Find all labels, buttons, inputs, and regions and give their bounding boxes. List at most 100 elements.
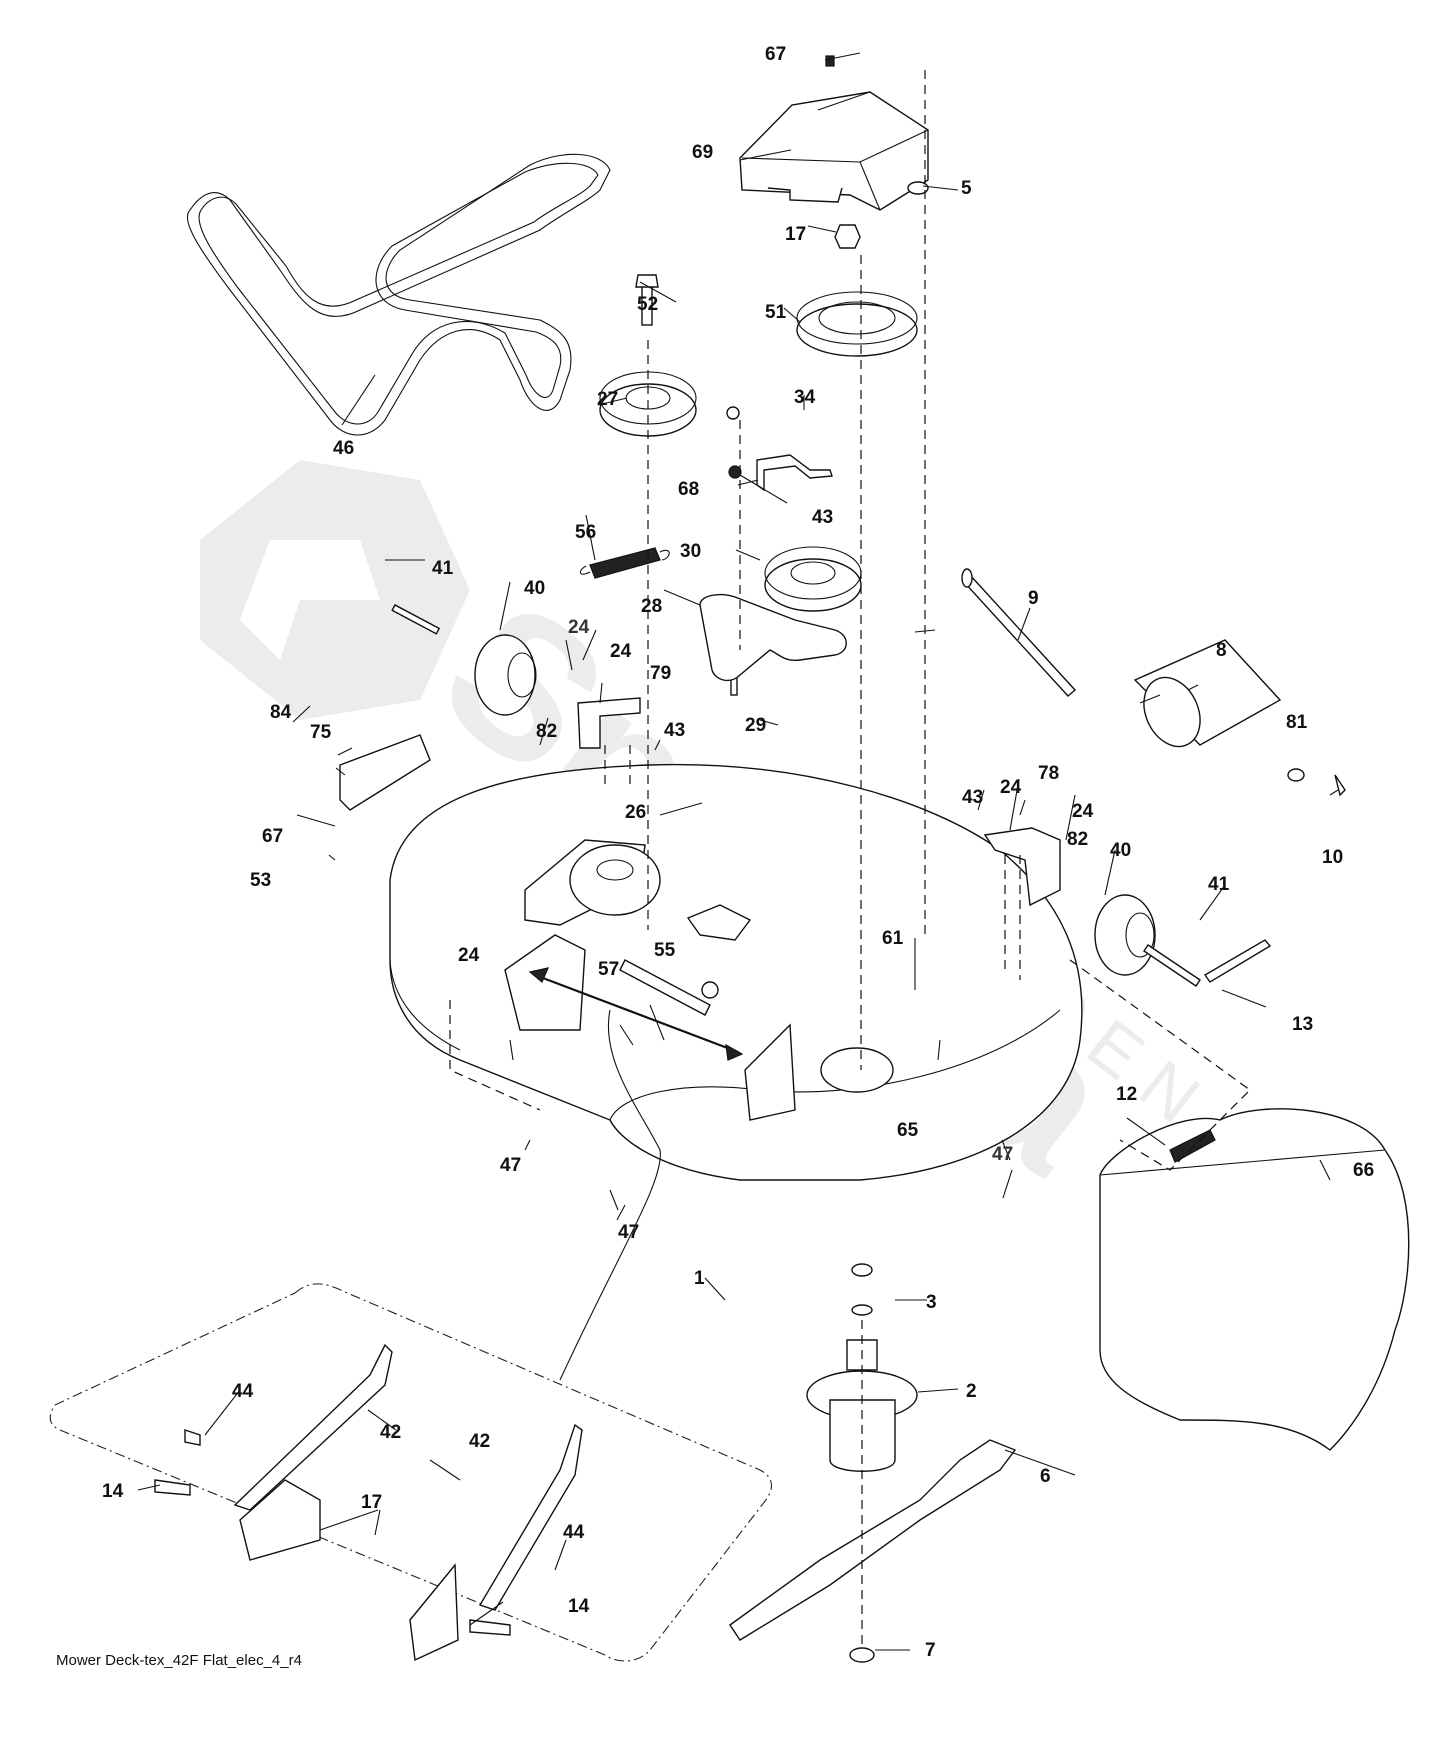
arrow-line xyxy=(534,973,739,1054)
watermark-logo-icon xyxy=(200,460,470,720)
callout-55: 55 xyxy=(654,940,676,961)
callout-79: 79 xyxy=(650,663,671,684)
callout-82: 82 xyxy=(536,721,557,742)
callout-68: 68 xyxy=(678,479,699,500)
screw-67-top xyxy=(825,55,835,67)
pulley-cover xyxy=(739,91,929,211)
callout-67: 67 xyxy=(262,826,283,847)
mower-deck xyxy=(389,763,1083,1181)
callout-46: 46 xyxy=(333,438,354,459)
callout-42: 42 xyxy=(380,1422,401,1443)
callout-9: 9 xyxy=(1028,588,1039,609)
callout-34: 34 xyxy=(794,387,816,408)
gauge-wheel-left xyxy=(391,604,537,716)
idler-pulley-30 xyxy=(764,546,862,612)
callout-6: 6 xyxy=(1040,1466,1051,1487)
nut-17 xyxy=(834,224,861,249)
discharge-chute xyxy=(1099,1108,1410,1451)
callout-43: 43 xyxy=(962,787,983,808)
callout-24: 24 xyxy=(458,945,480,966)
nut-5 xyxy=(907,181,929,195)
belt-keeper xyxy=(756,454,833,492)
callout-12: 12 xyxy=(1116,1084,1137,1105)
callout-56: 56 xyxy=(575,522,596,543)
front-bracket-left xyxy=(504,934,586,1031)
callout-17: 17 xyxy=(785,224,806,245)
callout-2: 2 xyxy=(966,1381,977,1402)
callout-24: 24 xyxy=(1000,777,1022,798)
callout-57: 57 xyxy=(598,959,619,980)
callout-67: 67 xyxy=(765,44,786,65)
callout-13: 13 xyxy=(1292,1014,1313,1035)
front-bracket-right xyxy=(744,1023,796,1121)
callout-82: 82 xyxy=(1067,829,1088,850)
bolt-14-right xyxy=(469,1619,511,1636)
wheel-bracket-right xyxy=(983,827,1061,907)
callout-52: 52 xyxy=(637,294,658,315)
bracket-75 xyxy=(339,734,431,811)
callout-10: 10 xyxy=(1322,847,1343,868)
callout-17: 17 xyxy=(361,1492,382,1513)
callout-7: 7 xyxy=(925,1640,936,1661)
callout-14: 14 xyxy=(102,1481,124,1502)
callout-14: 14 xyxy=(568,1596,590,1617)
deck-pulley xyxy=(524,839,661,926)
callout-1: 1 xyxy=(694,1268,705,1289)
callout-75: 75 xyxy=(310,722,332,743)
cable xyxy=(559,1009,661,1381)
callout-69: 69 xyxy=(692,142,713,163)
callout-44: 44 xyxy=(563,1522,585,1543)
hanger-bracket-left xyxy=(239,1479,321,1561)
diagram-caption: Mower Deck-tex_42F Flat_elec_4_r4 xyxy=(56,1652,302,1669)
callout-41: 41 xyxy=(1208,874,1230,895)
callouts: 67 69 5 17 52 51 27 34 46 68 43 56 30 41… xyxy=(102,44,1374,1661)
callout-29: 29 xyxy=(745,715,766,736)
hanger-arm-right xyxy=(478,1423,583,1611)
bolt-44-left xyxy=(184,1429,201,1446)
callout-27: 27 xyxy=(597,389,618,410)
leader-lines xyxy=(137,52,1339,1651)
blade-bolt xyxy=(849,1647,875,1663)
callout-24: 24 xyxy=(1072,801,1094,822)
callout-43: 43 xyxy=(664,720,685,741)
callout-47: 47 xyxy=(500,1155,521,1176)
belt xyxy=(186,153,611,436)
spring-56 xyxy=(579,547,670,579)
roller xyxy=(961,568,1346,797)
callout-53: 53 xyxy=(250,870,271,891)
hanger-arm-left xyxy=(233,1343,393,1511)
callout-65: 65 xyxy=(897,1120,919,1141)
callout-8: 8 xyxy=(1216,640,1227,661)
callout-84: 84 xyxy=(270,702,292,723)
callout-24: 24 xyxy=(610,641,632,662)
blade xyxy=(729,1439,1017,1641)
nut-43-top xyxy=(728,465,742,479)
link-55 xyxy=(619,959,711,1016)
inset-box xyxy=(49,1283,773,1662)
hanger-bracket-right xyxy=(409,1563,459,1662)
callout-24: 24 xyxy=(568,617,590,638)
callout-78: 78 xyxy=(1038,763,1059,784)
callout-44: 44 xyxy=(232,1381,254,1402)
callout-30: 30 xyxy=(680,541,701,562)
callout-40: 40 xyxy=(524,578,545,599)
gauge-wheel-right xyxy=(1094,894,1201,987)
callout-66: 66 xyxy=(1353,1160,1374,1181)
spindle-pulley xyxy=(796,291,918,357)
assembly-lines xyxy=(449,70,1251,1650)
callout-61: 61 xyxy=(882,928,904,949)
idler-arm xyxy=(699,593,847,682)
callout-43: 43 xyxy=(812,507,833,528)
callout-51: 51 xyxy=(765,302,787,323)
callout-81: 81 xyxy=(1286,712,1308,733)
bolt-14-left xyxy=(154,1479,191,1496)
wheel-bracket-left xyxy=(577,697,641,749)
fasteners xyxy=(632,55,929,829)
center-bracket xyxy=(686,904,752,941)
callout-28: 28 xyxy=(641,596,662,617)
callout-47: 47 xyxy=(992,1144,1013,1165)
rod-13 xyxy=(1203,939,1272,983)
callout-3: 3 xyxy=(926,1292,937,1313)
callout-47: 47 xyxy=(618,1222,639,1243)
